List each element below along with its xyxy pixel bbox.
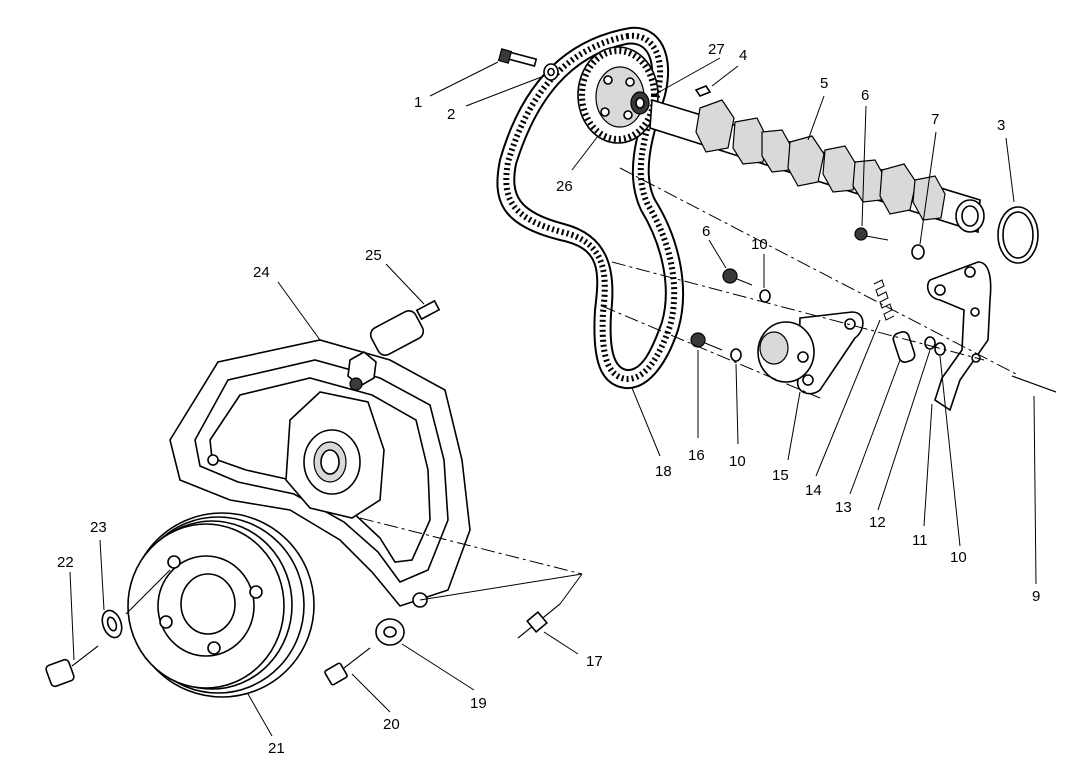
callout-11: 11 <box>912 532 928 549</box>
callout-15: 15 <box>772 467 789 484</box>
leader-lines <box>69 57 1037 737</box>
tensioner-spring <box>873 279 895 321</box>
pump-washer-hole <box>383 626 397 638</box>
water-pump-pulley <box>127 512 315 698</box>
callout-18: 18 <box>655 463 672 480</box>
callout-24: 24 <box>253 264 270 281</box>
bearing-washer <box>911 244 925 260</box>
callout-5: 5 <box>820 75 828 92</box>
pump-stud <box>517 603 561 639</box>
belt-tensioner <box>757 311 864 395</box>
callout-22: 22 <box>57 554 74 571</box>
callout-1: 1 <box>414 94 422 111</box>
callout-26: 26 <box>556 178 573 195</box>
callout-6-upper: 6 <box>861 87 869 104</box>
tensioner-washer-small <box>934 342 946 356</box>
alignment-lines <box>125 167 1017 615</box>
tensioner-stud <box>1011 375 1057 393</box>
sprocket-bolt <box>497 48 538 67</box>
pulley-washer-hole <box>106 616 118 632</box>
callout-17: 17 <box>586 653 603 670</box>
callout-3: 3 <box>997 117 1005 134</box>
callout-23: 23 <box>90 519 107 536</box>
callout-7: 7 <box>931 111 939 128</box>
callout-6-middle: 6 <box>702 223 710 240</box>
callout-14: 14 <box>805 482 822 499</box>
tensioner-washer <box>759 289 771 303</box>
water-pump-housing <box>169 339 471 608</box>
callout-16: 16 <box>688 447 705 464</box>
camshaft-seal-ring-inner <box>1002 211 1034 259</box>
tensioner-pivot-bolt <box>690 332 723 351</box>
camshaft-sprocket <box>577 46 659 144</box>
callout-20: 20 <box>383 716 400 733</box>
bearing-bolt-upper <box>854 227 889 241</box>
callout-9: 9 <box>1032 588 1040 605</box>
callout-21: 21 <box>268 740 285 757</box>
pivot-washer <box>730 348 742 362</box>
tensioner-plunger <box>892 331 916 363</box>
pulley-bolt <box>45 645 99 688</box>
callout-19: 19 <box>470 695 487 712</box>
pump-bolt <box>324 647 371 686</box>
callout-25: 25 <box>365 247 382 264</box>
tensioner-bolt <box>722 268 753 286</box>
temperature-sender <box>347 299 441 391</box>
callout-10-right: 10 <box>950 549 967 566</box>
callout-10-upper: 10 <box>751 236 768 253</box>
callout-27: 27 <box>708 41 725 58</box>
camshaft <box>649 98 985 234</box>
sprocket-washer-hole <box>547 67 555 77</box>
woodruff-key <box>694 85 712 97</box>
callout-4: 4 <box>739 47 747 64</box>
callout-2: 2 <box>447 106 455 123</box>
callout-labels: 1 2 3 4 5 6 6 7 9 10 10 10 11 12 13 14 1… <box>57 41 1040 757</box>
callout-13: 13 <box>835 499 852 516</box>
callout-10-lower: 10 <box>729 453 746 470</box>
callout-12: 12 <box>869 514 886 531</box>
tensioner-bracket <box>926 261 992 412</box>
